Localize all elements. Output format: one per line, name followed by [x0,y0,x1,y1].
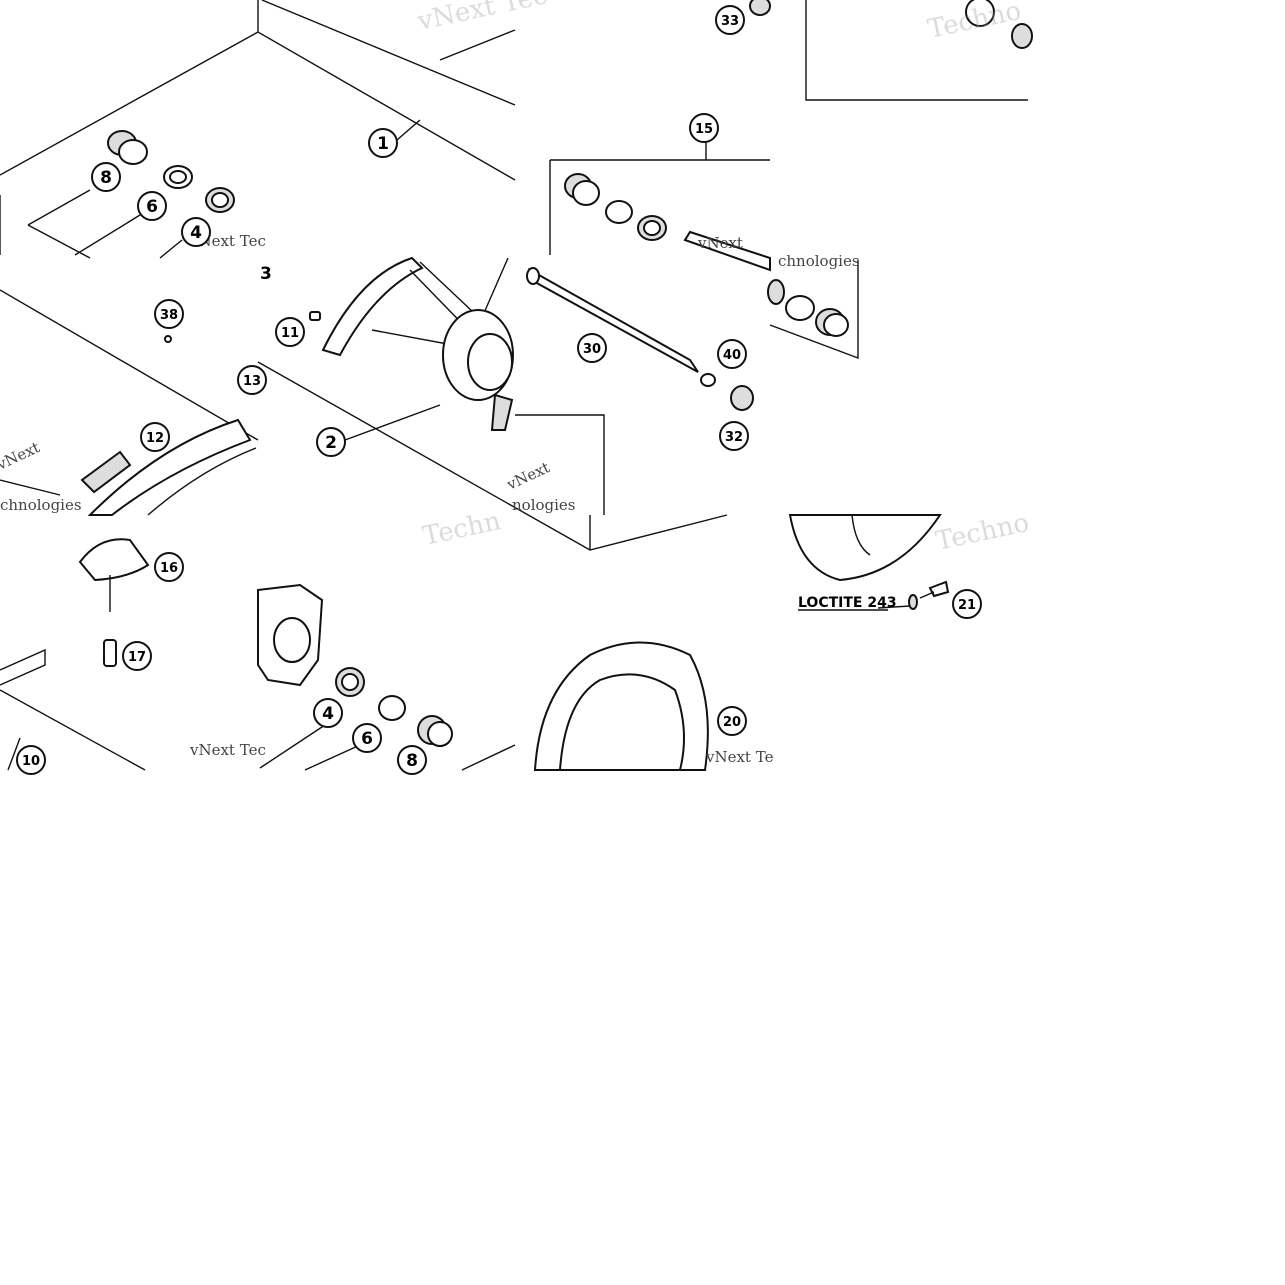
watermark-text: Techno [925,0,1024,45]
callout-label: 30 [583,342,601,357]
watermark-text: vNext [503,458,552,494]
callout-label: 1 [377,134,389,154]
nut-part-17 [103,639,117,667]
callout-13: 13 [237,365,267,395]
callout-label: 32 [725,430,743,445]
tile-lower-right: Techno LOCTITE 243 [788,508,1032,611]
tile-middle-right: chnologies [767,252,860,360]
watermark-text: vNext Tec [414,0,550,37]
callout-4-bottom: 4 [313,698,343,728]
part-33 [749,0,771,16]
callout-label: 8 [406,751,418,771]
bolt-part-21 [908,580,950,610]
callout-label: 11 [281,326,299,341]
tile-top-center: vNext [549,0,771,272]
washer-part-40 [700,373,716,387]
tile-top-right: Techno [805,0,1033,101]
loctite-243-label: LOCTITE 243 [798,595,897,611]
hub-flange [257,583,324,687]
callout-label: 6 [361,729,373,749]
watermark-text: Techno [933,508,1032,557]
tile-top-left: vNext Tec vNext Tec [0,0,550,259]
callout-6-bottom: 6 [352,723,382,753]
tile-lower-center: Techn [257,506,516,771]
callout-6-top: 6 [137,191,167,221]
callout-32: 32 [719,421,749,451]
callout-label: 13 [243,374,261,389]
tile-middle-left: chnologies [0,289,259,516]
callout-label: 20 [723,715,741,730]
callout-4-top: 4 [181,217,211,247]
callout-3: 3 [260,264,272,284]
callout-label: 40 [723,348,741,363]
watermark-text: vNext [697,234,743,252]
callout-10: 10 [16,745,46,775]
callout-label: 21 [958,598,976,613]
hub-spacer-part-8 [107,130,148,165]
callout-label: 6 [146,197,158,217]
seal-ring-part-6 [163,165,193,189]
callout-15: 15 [689,113,719,143]
callout-label: 16 [160,561,178,576]
watermark-text: Techn [420,506,504,552]
callout-label: 8 [100,168,112,188]
brake-disc-part-20 [533,641,709,771]
tile-lower-disc: vNext Te [533,641,774,771]
callout-8-bottom: 8 [397,745,427,775]
hub-part-2 [442,309,514,431]
callout-16: 16 [154,552,184,582]
valve-part-11 [309,311,321,321]
nut-part-32 [730,385,754,411]
callout-17: 17 [122,641,152,671]
callout-label: 33 [721,14,739,29]
callout-label: 2 [325,433,337,453]
part-38 [164,335,172,343]
callout-label: 10 [22,754,40,769]
part-15-kit [564,173,771,272]
callout-30: 30 [577,333,607,363]
watermark-text: chnologies [0,496,82,514]
callout-8-top: 8 [91,162,121,192]
axle-part-30 [526,267,699,373]
callout-label: 38 [160,308,178,323]
bearing-part-4b [335,667,365,697]
watermark-text: nologies [512,496,576,514]
callout-20: 20 [717,706,747,736]
callout-2: 2 [316,427,346,457]
callout-label: 15 [695,122,713,137]
wheel-rim [321,256,424,357]
spacer-part-8b [417,715,453,747]
rim-lock-part-16 [78,538,150,612]
tile-middle-center: nologies [257,256,754,551]
callout-40: 40 [717,339,747,369]
callout-21: 21 [952,589,982,619]
callout-label: 4 [322,704,334,724]
callout-38: 38 [154,299,184,329]
watermark-text: vNext [0,438,42,474]
callout-label: 4 [190,223,202,243]
callout-label: 17 [128,650,146,665]
callout-label: 3 [260,264,272,284]
callout-label: 12 [146,431,164,446]
bearing-part-4 [205,187,235,213]
tile-lower-left: vNext Tec [0,538,266,771]
watermark-text: chnologies [778,252,860,270]
watermark-text: vNext Te [705,748,774,766]
seal-part-6b [378,695,406,721]
callouts: 1 2 3 4 4 6 6 8 8 10 11 12 13 15 16 17 2… [16,5,982,775]
watermark-text: vNext Tec [189,741,266,759]
callout-12: 12 [140,422,170,452]
callout-33: 33 [715,5,745,35]
callout-11: 11 [275,317,305,347]
callout-1: 1 [368,128,398,158]
